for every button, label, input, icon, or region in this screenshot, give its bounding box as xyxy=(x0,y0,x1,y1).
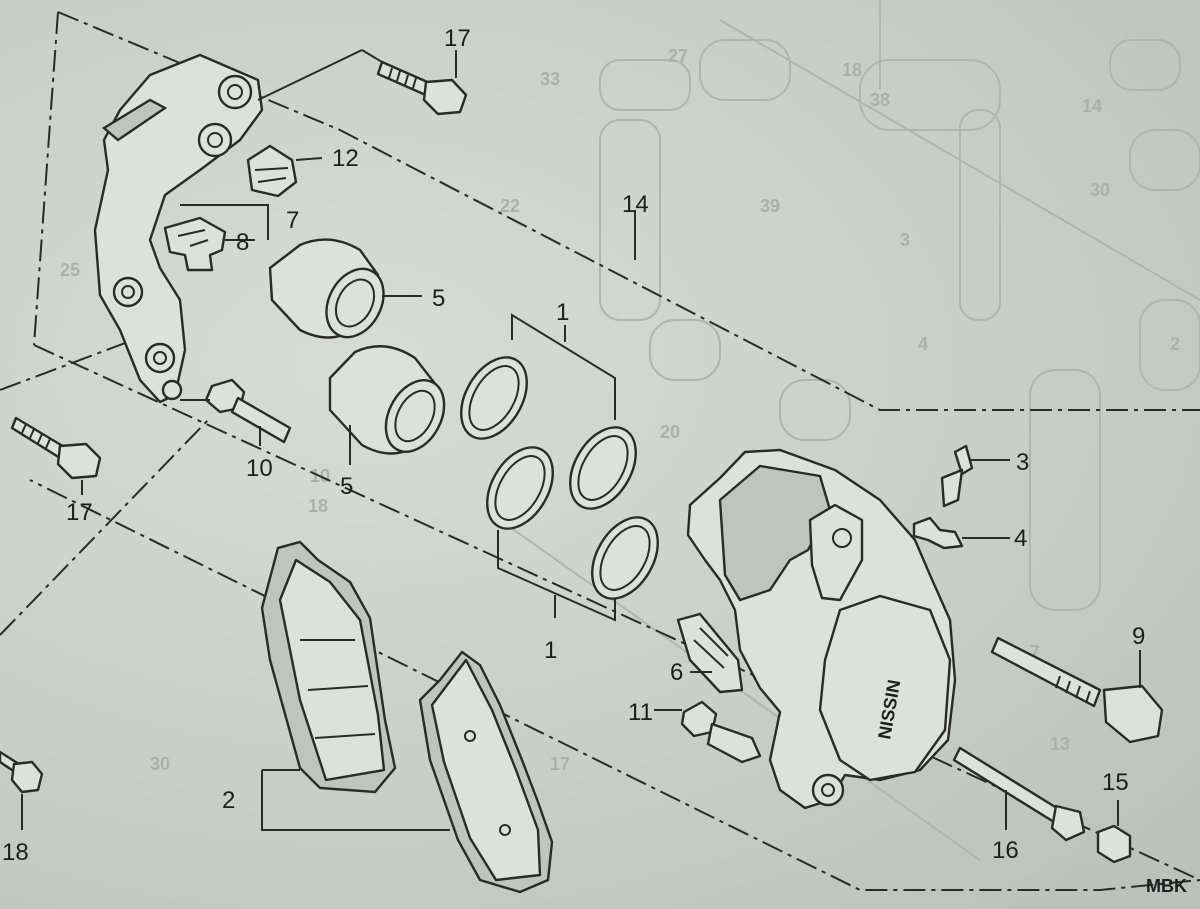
callout-9: 9 xyxy=(1132,623,1145,650)
callout-labels: 17 12 7 8 14 5 1 5 10 17 3 4 1 6 11 9 2 … xyxy=(2,25,1187,896)
callout-5-bottom: 5 xyxy=(340,473,353,500)
part-4-cap xyxy=(912,516,1010,550)
callout-14: 14 xyxy=(622,191,649,218)
part-5-piston-bottom xyxy=(328,345,446,465)
svg-text:3: 3 xyxy=(900,230,910,250)
callout-1-top: 1 xyxy=(556,299,569,326)
svg-text:27: 27 xyxy=(668,46,688,66)
svg-text:30: 30 xyxy=(150,754,170,774)
svg-text:18: 18 xyxy=(842,60,862,80)
svg-text:38: 38 xyxy=(870,90,890,110)
callout-1-bottom: 1 xyxy=(544,637,557,664)
svg-text:4: 4 xyxy=(918,334,928,354)
part-5-piston-top xyxy=(268,238,422,339)
callout-10: 10 xyxy=(246,455,273,482)
callout-4: 4 xyxy=(1014,525,1027,552)
part-10-pin xyxy=(180,378,292,446)
callout-3: 3 xyxy=(1016,449,1029,476)
callout-18: 18 xyxy=(2,839,29,866)
part-1-seals xyxy=(460,313,659,622)
callout-2: 2 xyxy=(222,787,235,814)
callout-6: 6 xyxy=(670,659,683,686)
svg-text:33: 33 xyxy=(540,69,560,89)
callout-16: 16 xyxy=(992,837,1019,864)
svg-text:20: 20 xyxy=(660,422,680,442)
svg-text:2: 2 xyxy=(1170,334,1180,354)
svg-text:14: 14 xyxy=(1082,96,1102,116)
callout-8: 8 xyxy=(236,229,249,256)
svg-text:30: 30 xyxy=(1090,180,1110,200)
part-12-boot xyxy=(246,144,323,198)
background-ghost-drawing: 33 27 18 38 14 30 22 39 3 4 2 20 10 18 3… xyxy=(60,0,1200,861)
part-8-clip xyxy=(163,204,269,272)
svg-text:17: 17 xyxy=(550,754,570,774)
svg-text:18: 18 xyxy=(308,496,328,516)
part-3-bleeder xyxy=(940,444,1010,508)
part-14-caliper-body: NISSIN xyxy=(634,210,957,810)
svg-text:13: 13 xyxy=(1050,734,1070,754)
callout-11: 11 xyxy=(628,699,653,726)
callout-12: 12 xyxy=(332,145,359,172)
callout-15: 15 xyxy=(1102,769,1129,796)
callout-5-top: 5 xyxy=(432,285,445,312)
part-11-plug xyxy=(654,700,762,764)
part-18-bolt xyxy=(0,750,44,830)
callout-17-left: 17 xyxy=(66,499,93,526)
part-17-bolt-top xyxy=(257,49,468,116)
part-16-pin xyxy=(952,746,1086,842)
callout-7: 7 xyxy=(286,207,299,234)
part-9-bolt xyxy=(990,636,1164,744)
part-6-retainer xyxy=(676,612,744,694)
callout-17-top: 17 xyxy=(444,25,471,52)
part-17-bolt-left xyxy=(10,416,102,495)
svg-text:39: 39 xyxy=(760,196,780,216)
part-2-pads xyxy=(260,540,554,894)
svg-text:22: 22 xyxy=(500,196,520,216)
caliper-bracket xyxy=(93,53,264,404)
part-15-plug xyxy=(1096,800,1132,864)
diagram-code: MBK xyxy=(1146,876,1187,896)
svg-text:25: 25 xyxy=(60,260,80,280)
svg-text:7: 7 xyxy=(1030,642,1040,662)
